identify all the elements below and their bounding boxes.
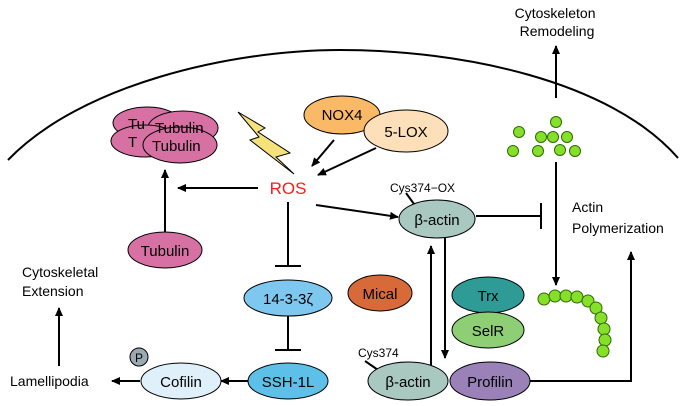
cys374-ox-pointer — [405, 192, 415, 205]
tubulin-stack-label-1: Tu — [128, 116, 145, 133]
node-14-3-3: 14-3-3ζ — [243, 279, 333, 317]
node-beta-actin-ox: β-actin — [398, 199, 476, 239]
node-mical: Mical — [347, 274, 413, 312]
tubulin-stack — [110, 106, 219, 164]
node-cofilin: Cofilin — [140, 362, 222, 400]
tubulin-stack-label-2: Tubulin — [155, 120, 204, 137]
lightning-icon — [237, 111, 295, 175]
node-tubulin: Tubulin — [127, 231, 203, 269]
svg-text:Tubulin: Tubulin — [141, 243, 190, 260]
node-trx: Trx — [451, 276, 525, 314]
cytoskeleton-remodeling-label: Cytoskeleton Remodeling — [515, 5, 600, 39]
cytoskeletal-extension-label: Cytoskeletal Extension — [22, 264, 102, 299]
node-nox4: NOX4 — [303, 95, 381, 135]
svg-text:β-actin: β-actin — [385, 374, 430, 391]
node-5lox: 5-LOX — [363, 109, 449, 153]
actin-monomers — [507, 116, 581, 157]
svg-text:β-actin: β-actin — [414, 212, 459, 229]
ros-label: ROS — [270, 179, 307, 198]
lamellipodia-label: Lamellipodia — [10, 373, 89, 389]
phospho-badge: P — [129, 347, 149, 367]
svg-text:P: P — [135, 351, 143, 365]
tubulin-stack-label-4: Tubulin — [152, 138, 201, 155]
svg-text:14-3-3ζ: 14-3-3ζ — [263, 291, 313, 308]
actin-filament — [537, 289, 612, 358]
svg-text:NOX4: NOX4 — [322, 107, 363, 124]
arrow-profilin-poly — [528, 251, 635, 382]
svg-text:5-LOX: 5-LOX — [384, 124, 427, 141]
svg-text:Profilin: Profilin — [467, 374, 513, 391]
node-selr: SelR — [451, 311, 525, 349]
cys374-label: Cys374 — [358, 346, 399, 360]
arrow-5lox-ros — [317, 147, 377, 176]
svg-text:Cofilin: Cofilin — [160, 374, 202, 391]
arrow-ros-bactin — [315, 204, 399, 220]
svg-text:SelR: SelR — [472, 323, 505, 340]
tubulin-stack-label-3: T — [128, 134, 137, 151]
cell-membrane — [7, 48, 679, 161]
svg-text:Mical: Mical — [362, 286, 397, 303]
actin-polymerization-label: Actin Polymerization — [572, 199, 664, 236]
arrow-nox4-ros — [311, 139, 335, 167]
node-beta-actin: β-actin — [367, 361, 449, 401]
svg-text:Trx: Trx — [477, 288, 499, 305]
node-profilin: Profilin — [449, 361, 531, 401]
cys374-ox-label: Cys374−OX — [390, 181, 455, 195]
svg-text:SSH-1L: SSH-1L — [262, 374, 315, 391]
edges — [55, 45, 635, 385]
node-ssh-1l: SSH-1L — [247, 362, 329, 400]
